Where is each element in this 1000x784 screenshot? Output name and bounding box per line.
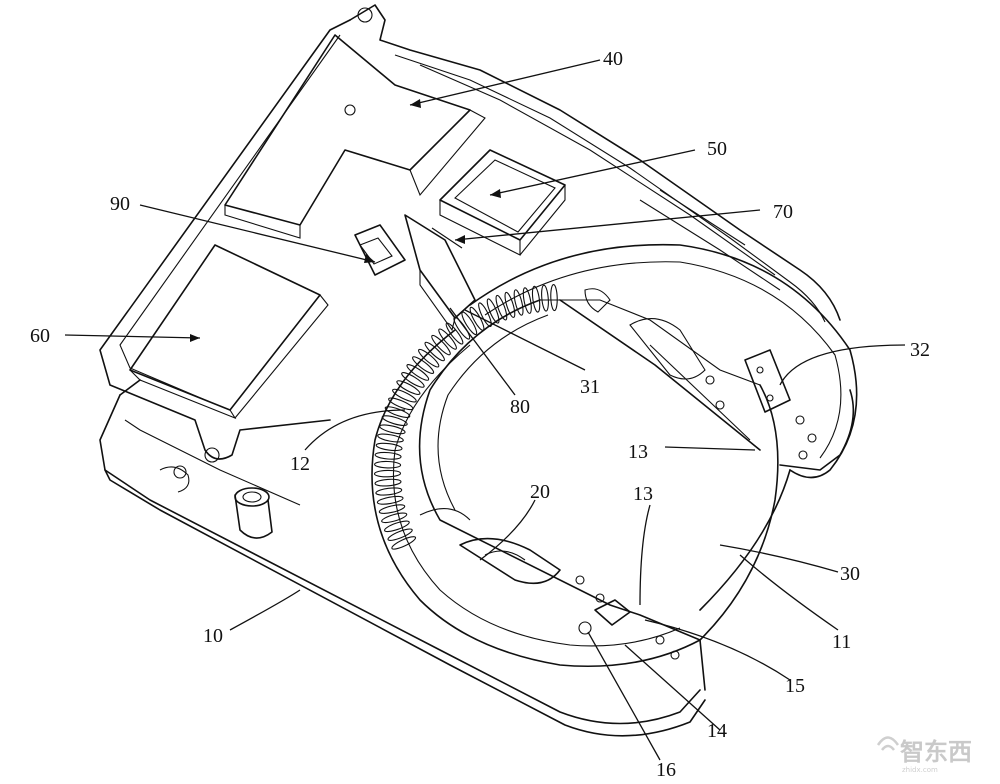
component-90-80 — [354, 214, 476, 332]
spring-coil — [374, 451, 402, 460]
spring-coil — [373, 469, 402, 478]
label-90: 90 — [110, 193, 130, 215]
label-30: 30 — [840, 563, 860, 585]
label-60: 60 — [30, 325, 50, 347]
spring-coil — [396, 380, 421, 395]
spring-coil — [412, 356, 435, 374]
spring-coil — [374, 460, 402, 469]
label-20: 20 — [530, 481, 550, 503]
upper-housing — [99, 4, 841, 463]
component-60-block — [129, 244, 329, 420]
spring-coil — [406, 364, 430, 381]
latch-32 — [744, 349, 791, 413]
label-70: 70 — [773, 201, 793, 223]
spring-coil — [375, 442, 403, 452]
spring-coil — [478, 302, 492, 328]
spring-coil — [504, 291, 516, 318]
label-13-lower: 13 — [633, 483, 653, 505]
spring-coil — [378, 504, 406, 514]
spring-coil — [384, 520, 410, 533]
spring-coil — [379, 424, 406, 435]
spring-coil — [376, 495, 404, 505]
spring-coil — [377, 433, 404, 443]
label-31: 31 — [580, 376, 600, 398]
watermark-subtext: zhidx.com — [902, 766, 938, 774]
spring-coil — [392, 388, 417, 403]
label-32: 32 — [910, 339, 930, 361]
spring-coil — [445, 322, 464, 345]
wifi-logo-icon — [876, 736, 900, 746]
spring-coil — [375, 487, 403, 496]
spring-coil — [431, 334, 451, 356]
spring-coil — [401, 372, 425, 388]
label-10: 10 — [203, 625, 223, 647]
spring-coil — [387, 528, 413, 541]
spring-coil — [438, 328, 457, 350]
label-80: 80 — [510, 396, 530, 418]
ring-30 — [371, 243, 858, 691]
spring-coil — [541, 284, 549, 312]
spring-coil — [495, 294, 508, 321]
coil-spring-12 — [373, 284, 558, 550]
watermark-text: 智东西 — [900, 738, 972, 766]
label-11: 11 — [832, 631, 851, 653]
spring-coil — [513, 289, 524, 316]
label-13-upper: 13 — [628, 441, 648, 463]
spring-coil — [461, 311, 478, 336]
watermark: 智东西 zhidx.com — [876, 736, 972, 774]
leader-lines — [64, 59, 906, 761]
spring-coil — [486, 298, 500, 324]
spring-coil — [391, 536, 417, 550]
reference-labels: 40 50 70 90 60 32 80 31 12 13 20 13 30 1… — [30, 48, 930, 781]
spring-coil — [418, 348, 440, 368]
label-16: 16 — [656, 759, 676, 781]
label-15: 15 — [785, 675, 805, 697]
spring-coil — [531, 285, 541, 313]
spring-coil — [374, 478, 402, 487]
spring-coil — [381, 415, 408, 426]
inner-disk-11 — [418, 288, 817, 660]
label-40: 40 — [603, 48, 623, 70]
spring-coil — [384, 406, 411, 418]
component-40-block — [224, 34, 486, 239]
spring-coil — [550, 284, 558, 312]
housing-base — [99, 379, 706, 737]
spring-coil — [388, 397, 414, 411]
spring-coil — [381, 512, 408, 524]
spring-coil — [424, 341, 445, 362]
label-50: 50 — [707, 138, 727, 160]
label-12: 12 — [290, 453, 310, 475]
label-14: 14 — [707, 720, 727, 742]
spring-coil — [522, 287, 532, 314]
component-50-block — [439, 149, 566, 256]
